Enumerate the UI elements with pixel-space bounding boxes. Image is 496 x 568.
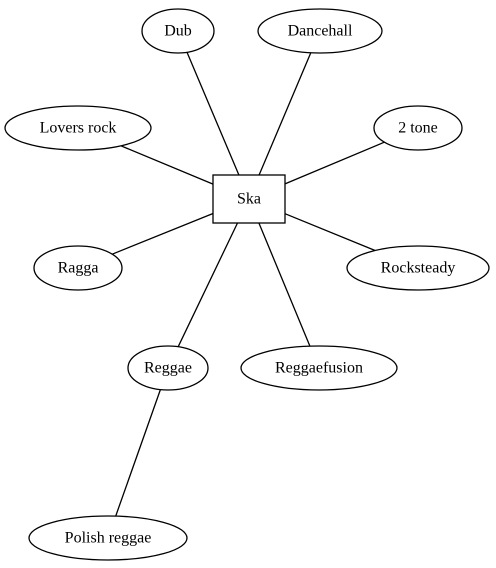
node-label: Reggaefusion xyxy=(275,360,363,377)
node-box xyxy=(212,174,286,224)
edge-ska-to-dub xyxy=(186,52,240,176)
node-label: Ragga xyxy=(58,260,99,277)
node-lovers-rock: Lovers rock xyxy=(4,105,152,151)
node-label: Lovers rock xyxy=(40,120,117,137)
node-ellipse xyxy=(141,8,215,54)
node-ellipse xyxy=(127,345,209,391)
node-ellipse xyxy=(240,345,398,391)
node-dancehall: Dancehall xyxy=(257,8,383,54)
node-ellipse xyxy=(33,245,123,291)
node-rocksteady: Rocksteady xyxy=(346,245,490,291)
node-ellipse xyxy=(346,245,490,291)
node-ragga: Ragga xyxy=(33,245,123,291)
node-polish-reggae: Polish reggae xyxy=(28,515,188,561)
node-label: 2 tone xyxy=(398,120,438,137)
node-reggae: Reggae xyxy=(127,345,209,391)
edge-ska-to-lovers-rock xyxy=(120,145,214,185)
node-label: Ska xyxy=(237,191,261,208)
edge-ska-to-ragga xyxy=(111,212,214,255)
node-ellipse xyxy=(373,105,463,151)
node-ska: Ska xyxy=(212,174,286,224)
node-label: Dancehall xyxy=(288,23,353,40)
node-label: Rocksteady xyxy=(381,260,456,277)
node-ellipse xyxy=(28,515,188,561)
edge-ska-to-two-tone xyxy=(284,141,385,185)
edge-ska-to-rocksteady xyxy=(284,213,376,252)
node-two-tone: 2 tone xyxy=(373,105,463,151)
edge-ska-to-reggae xyxy=(177,222,239,347)
edge-reggae-to-polish-reggae xyxy=(115,389,162,517)
node-dub: Dub xyxy=(141,8,215,54)
edge-ska-to-reggaefusion xyxy=(258,222,311,347)
node-ellipse xyxy=(257,8,383,54)
node-reggaefusion: Reggaefusion xyxy=(240,345,398,391)
edge-ska-to-dancehall xyxy=(258,52,312,176)
node-ellipse xyxy=(4,105,152,151)
node-label: Polish reggae xyxy=(65,530,152,547)
edges-layer xyxy=(111,52,385,517)
node-label: Dub xyxy=(164,23,192,40)
node-label: Reggae xyxy=(144,360,192,377)
